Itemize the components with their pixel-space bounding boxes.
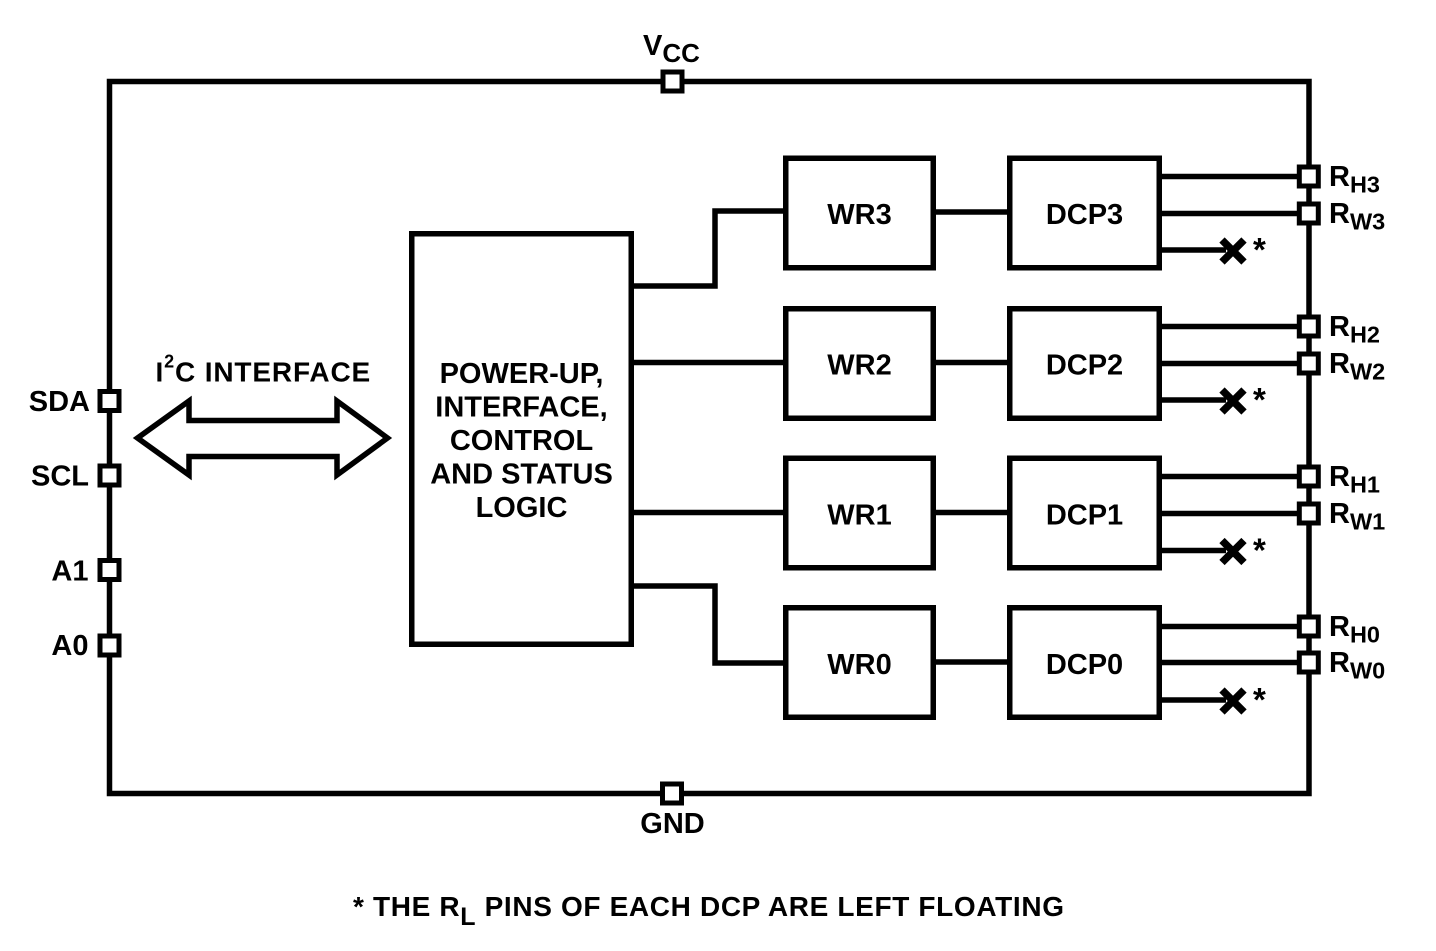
svg-text:RH3: RH3 <box>1329 161 1380 198</box>
svg-text:WR3: WR3 <box>827 199 891 231</box>
svg-text:GND: GND <box>640 808 704 840</box>
svg-text:INTERFACE,: INTERFACE, <box>435 392 607 424</box>
svg-text:RH0: RH0 <box>1329 611 1380 648</box>
svg-text:A1: A1 <box>51 556 88 588</box>
svg-text:DCP3: DCP3 <box>1046 199 1123 231</box>
svg-text:*: * <box>1253 532 1266 569</box>
svg-text:SCL: SCL <box>31 461 89 493</box>
svg-text:*: * <box>1253 681 1266 718</box>
svg-text:* THE RL PINS OF EACH DCP ARE: * THE RL PINS OF EACH DCP ARE LEFT FLOAT… <box>353 891 1065 931</box>
svg-text:DCP2: DCP2 <box>1046 350 1123 382</box>
svg-text:RH2: RH2 <box>1329 311 1380 348</box>
svg-text:AND STATUS: AND STATUS <box>430 459 613 491</box>
svg-text:*: * <box>1253 231 1266 268</box>
svg-text:RW2: RW2 <box>1329 348 1385 385</box>
svg-text:DCP0: DCP0 <box>1046 649 1123 681</box>
svg-text:WR2: WR2 <box>827 350 891 382</box>
svg-text:A0: A0 <box>51 630 88 662</box>
svg-text:POWER-UP,: POWER-UP, <box>440 358 604 390</box>
svg-text:WR0: WR0 <box>827 649 891 681</box>
svg-text:DCP1: DCP1 <box>1046 500 1123 532</box>
svg-text:SDA: SDA <box>29 386 90 418</box>
svg-text:I2C INTERFACE: I2C INTERFACE <box>156 352 372 388</box>
svg-text:WR1: WR1 <box>827 500 891 532</box>
svg-text:RW3: RW3 <box>1329 198 1385 235</box>
svg-text:VCC: VCC <box>643 30 700 68</box>
svg-text:RH1: RH1 <box>1329 461 1380 498</box>
svg-text:*: * <box>1253 381 1266 418</box>
svg-text:LOGIC: LOGIC <box>476 492 568 524</box>
svg-text:RW1: RW1 <box>1329 498 1385 535</box>
svg-text:RW0: RW0 <box>1329 647 1385 684</box>
svg-text:CONTROL: CONTROL <box>450 425 593 457</box>
